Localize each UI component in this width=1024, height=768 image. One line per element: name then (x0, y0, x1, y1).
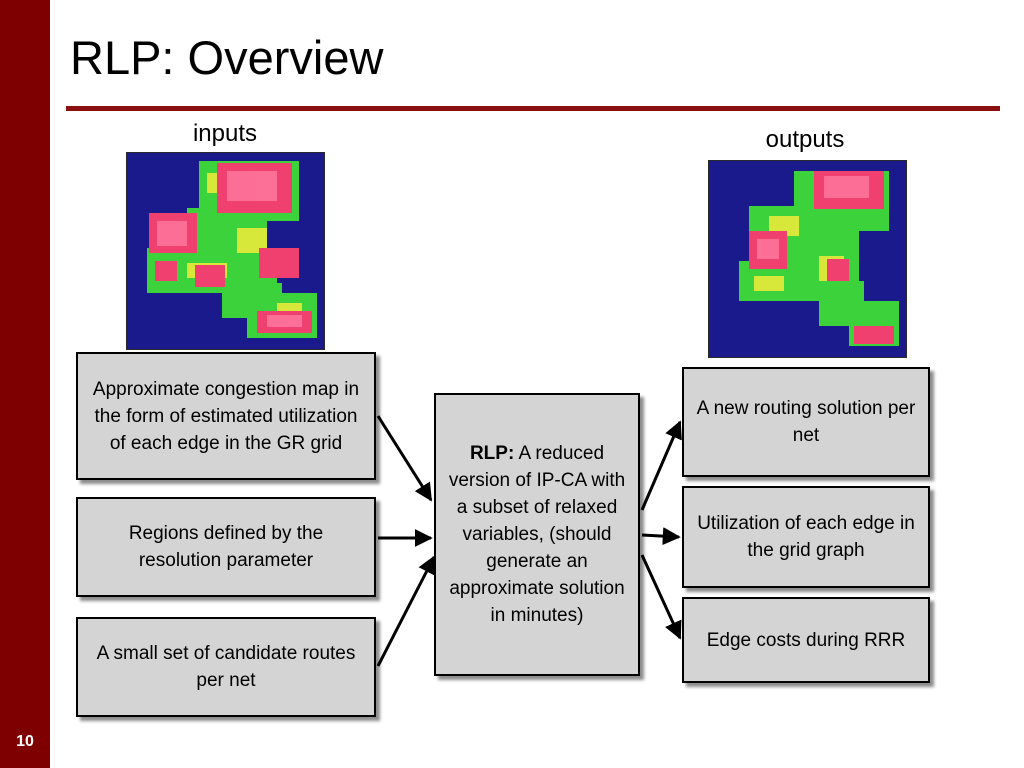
input-box-congestion-map: Approximate congestion map in the form o… (76, 352, 376, 480)
input-box-regions: Regions defined by the resolution parame… (76, 497, 376, 597)
inputs-label: inputs (192, 120, 258, 147)
title-divider (66, 106, 1000, 111)
input-box-candidate-routes: A small set of candidate routes per net (76, 617, 376, 717)
output-box-edge-costs-text: Edge costs during RRR (706, 629, 906, 651)
output-box-edge-costs: Edge costs during RRR (682, 597, 930, 683)
arrow-rlp-to-edge-costs (640, 554, 682, 640)
output-heatmap-graphic (709, 161, 906, 357)
input-heatmap-graphic (127, 153, 324, 349)
input-box-congestion-map-text: Approximate congestion map in the form o… (92, 378, 360, 454)
output-box-edge-utilization-text: Utilization of each edge in the grid gra… (697, 513, 915, 561)
input-box-regions-text: Regions defined by the resolution parame… (128, 523, 324, 571)
rlp-bold-label: RLP: (469, 443, 515, 464)
page-number: 10 (16, 733, 34, 750)
rlp-center-box: RLP: A reduced version of IP-CA with a s… (434, 393, 640, 676)
slide-sidebar: 10 (0, 0, 50, 768)
slide-title: RLP: Overview (70, 31, 384, 84)
input-box-candidate-routes-text: A small set of candidate routes per net (96, 643, 356, 691)
rlp-description: A reduced version of IP-CA with a subset… (448, 443, 626, 626)
arrow-routes-to-rlp (376, 555, 436, 667)
output-box-routing-solution: A new routing solution per net (682, 367, 930, 477)
arrow-congestion-to-rlp (376, 415, 433, 502)
input-congestion-heatmap (126, 152, 325, 350)
output-congestion-heatmap (708, 160, 907, 358)
rlp-center-box-text: RLP: A reduced version of IP-CA with a s… (442, 440, 632, 629)
output-box-routing-solution-text: A new routing solution per net (696, 398, 916, 446)
output-box-edge-utilization: Utilization of each edge in the grid gra… (682, 486, 930, 588)
arrow-rlp-to-edge-utilization (641, 527, 681, 546)
outputs-label: outputs (765, 126, 845, 153)
arrow-rlp-to-routing-solution (640, 420, 682, 511)
